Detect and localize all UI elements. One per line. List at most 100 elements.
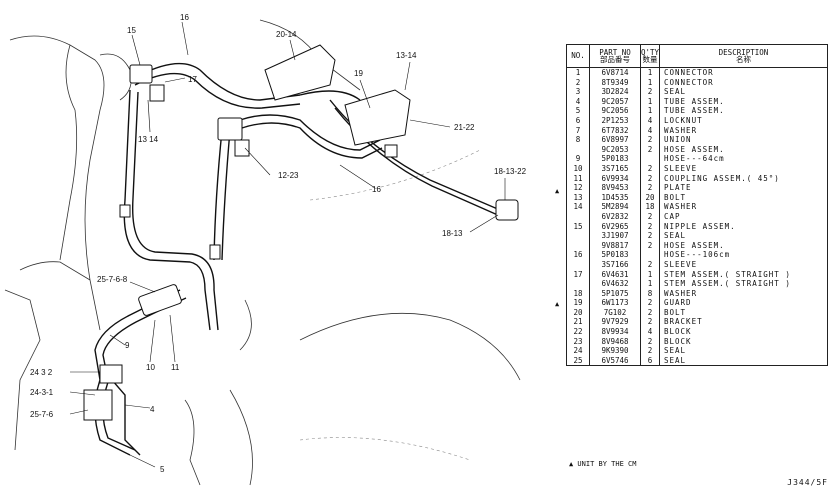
cell-description: HOSE ASSEM. <box>664 241 725 250</box>
cell-qty: 1 <box>641 77 660 88</box>
guard-right <box>344 89 411 146</box>
cell-qty: 1 <box>641 279 660 289</box>
cell-part-no: 7G102 <box>590 307 641 318</box>
callout-25-7-6-8: 25-7-6-8 <box>97 275 128 284</box>
cell-qty: 18 <box>641 202 660 212</box>
cell-description: WASHER <box>664 203 698 211</box>
cell-qty: 20 <box>641 192 660 203</box>
cell-part-no: 6V8997 <box>590 135 641 145</box>
cell-part-no: 1D4535 <box>590 192 641 203</box>
callout-9: 9 <box>125 341 130 350</box>
cell-description: SEAL <box>664 88 687 96</box>
cell-qty: 2 <box>641 336 660 347</box>
cell-no: 3 <box>567 87 590 97</box>
drawing-code: J344/5F <box>787 478 828 487</box>
callout-24-3-1: 24-3-1 <box>30 388 54 397</box>
cell-no: 19 <box>567 298 590 308</box>
cell-no: 5 <box>567 106 590 116</box>
cell-no: 23 <box>567 336 590 347</box>
leader-lines <box>69 21 506 468</box>
cell-no: 24 <box>567 346 590 356</box>
cell-no: 1 <box>567 68 590 78</box>
fitting-block-mid <box>217 117 243 141</box>
cell-no <box>567 144 590 155</box>
cell-description: LOCKNUT <box>664 117 703 125</box>
cell-no: 14 <box>567 202 590 212</box>
cell-no: 18 <box>567 288 590 299</box>
cell-part-no: 9V7929 <box>590 317 641 328</box>
cell-no <box>567 279 590 289</box>
cell-description: BLOCK <box>664 337 692 346</box>
connector-right <box>495 199 519 221</box>
callout-19: 19 <box>354 69 363 78</box>
cell-part-no: 9C2057 <box>590 96 641 107</box>
cell-part-no: 5P0183 <box>590 154 641 164</box>
callout-18-13: 18-13 <box>442 229 463 238</box>
cell-qty: 2 <box>641 231 660 241</box>
cell-no: 16 <box>567 250 590 260</box>
cell-part-no: 5P0183 <box>590 250 641 260</box>
hose-lines <box>94 62 501 456</box>
callout-4: 4 <box>150 405 155 414</box>
cell-no: 11 <box>567 173 590 184</box>
cell-part-no: 8V9453 <box>590 183 641 193</box>
callout-25-7-6: 25-7-6 <box>30 410 54 419</box>
cell-part-no: 6V4632 <box>590 279 641 289</box>
callout-16: 16 <box>180 13 189 22</box>
cell-no <box>567 240 590 251</box>
cell-description: SEAL <box>664 232 687 240</box>
cell-qty: 2 <box>641 163 660 174</box>
cell-qty: 4 <box>641 115 660 126</box>
callout-20-14: 20-14 <box>276 30 297 39</box>
cell-qty: 2 <box>641 173 660 184</box>
callout-13-14-left: 13 14 <box>138 135 159 144</box>
cell-no: 12 <box>567 183 590 193</box>
callout-labels: 16 15 17 13 14 20-14 13-14 19 21-22 12-2… <box>30 13 527 474</box>
cell-qty: 6 <box>641 355 660 366</box>
callout-18-13-22: 18-13-22 <box>494 167 527 176</box>
cell-qty: 2 <box>641 298 660 308</box>
cell-part-no: 2P1253 <box>590 115 641 126</box>
cell-part-no: 6V8714 <box>590 68 641 78</box>
cell-qty: 2 <box>641 221 660 232</box>
cell-part-no: 6V5746 <box>590 355 641 366</box>
cell-no: 13 <box>567 192 590 203</box>
callout-10: 10 <box>146 363 155 372</box>
callout-13-14-right: 13-14 <box>396 51 417 60</box>
cell-part-no: 5M2894 <box>590 202 641 212</box>
cell-no: 6 <box>567 115 590 126</box>
cell-description: CONNECTOR <box>664 78 714 87</box>
cell-qty: 2 <box>641 307 660 318</box>
cell-description: GUARD <box>664 299 692 307</box>
cell-qty: 1 <box>641 96 660 107</box>
cell-qty <box>641 154 660 164</box>
cell-qty: 1 <box>641 106 660 116</box>
cell-description: STEM ASSEM.( STRAIGHT ) <box>664 280 791 288</box>
cell-description: COUPLING ASSEM.( 45°) <box>664 174 780 183</box>
fittings <box>83 44 519 421</box>
parts-exploded-drawing: 16 15 17 13 14 20-14 13-14 19 21-22 12-2… <box>4 13 527 486</box>
cell-qty: 2 <box>641 317 660 328</box>
cell-qty: 2 <box>641 144 660 155</box>
cell-description: HOSE ASSEM. <box>664 145 725 154</box>
cell-no <box>567 259 590 270</box>
